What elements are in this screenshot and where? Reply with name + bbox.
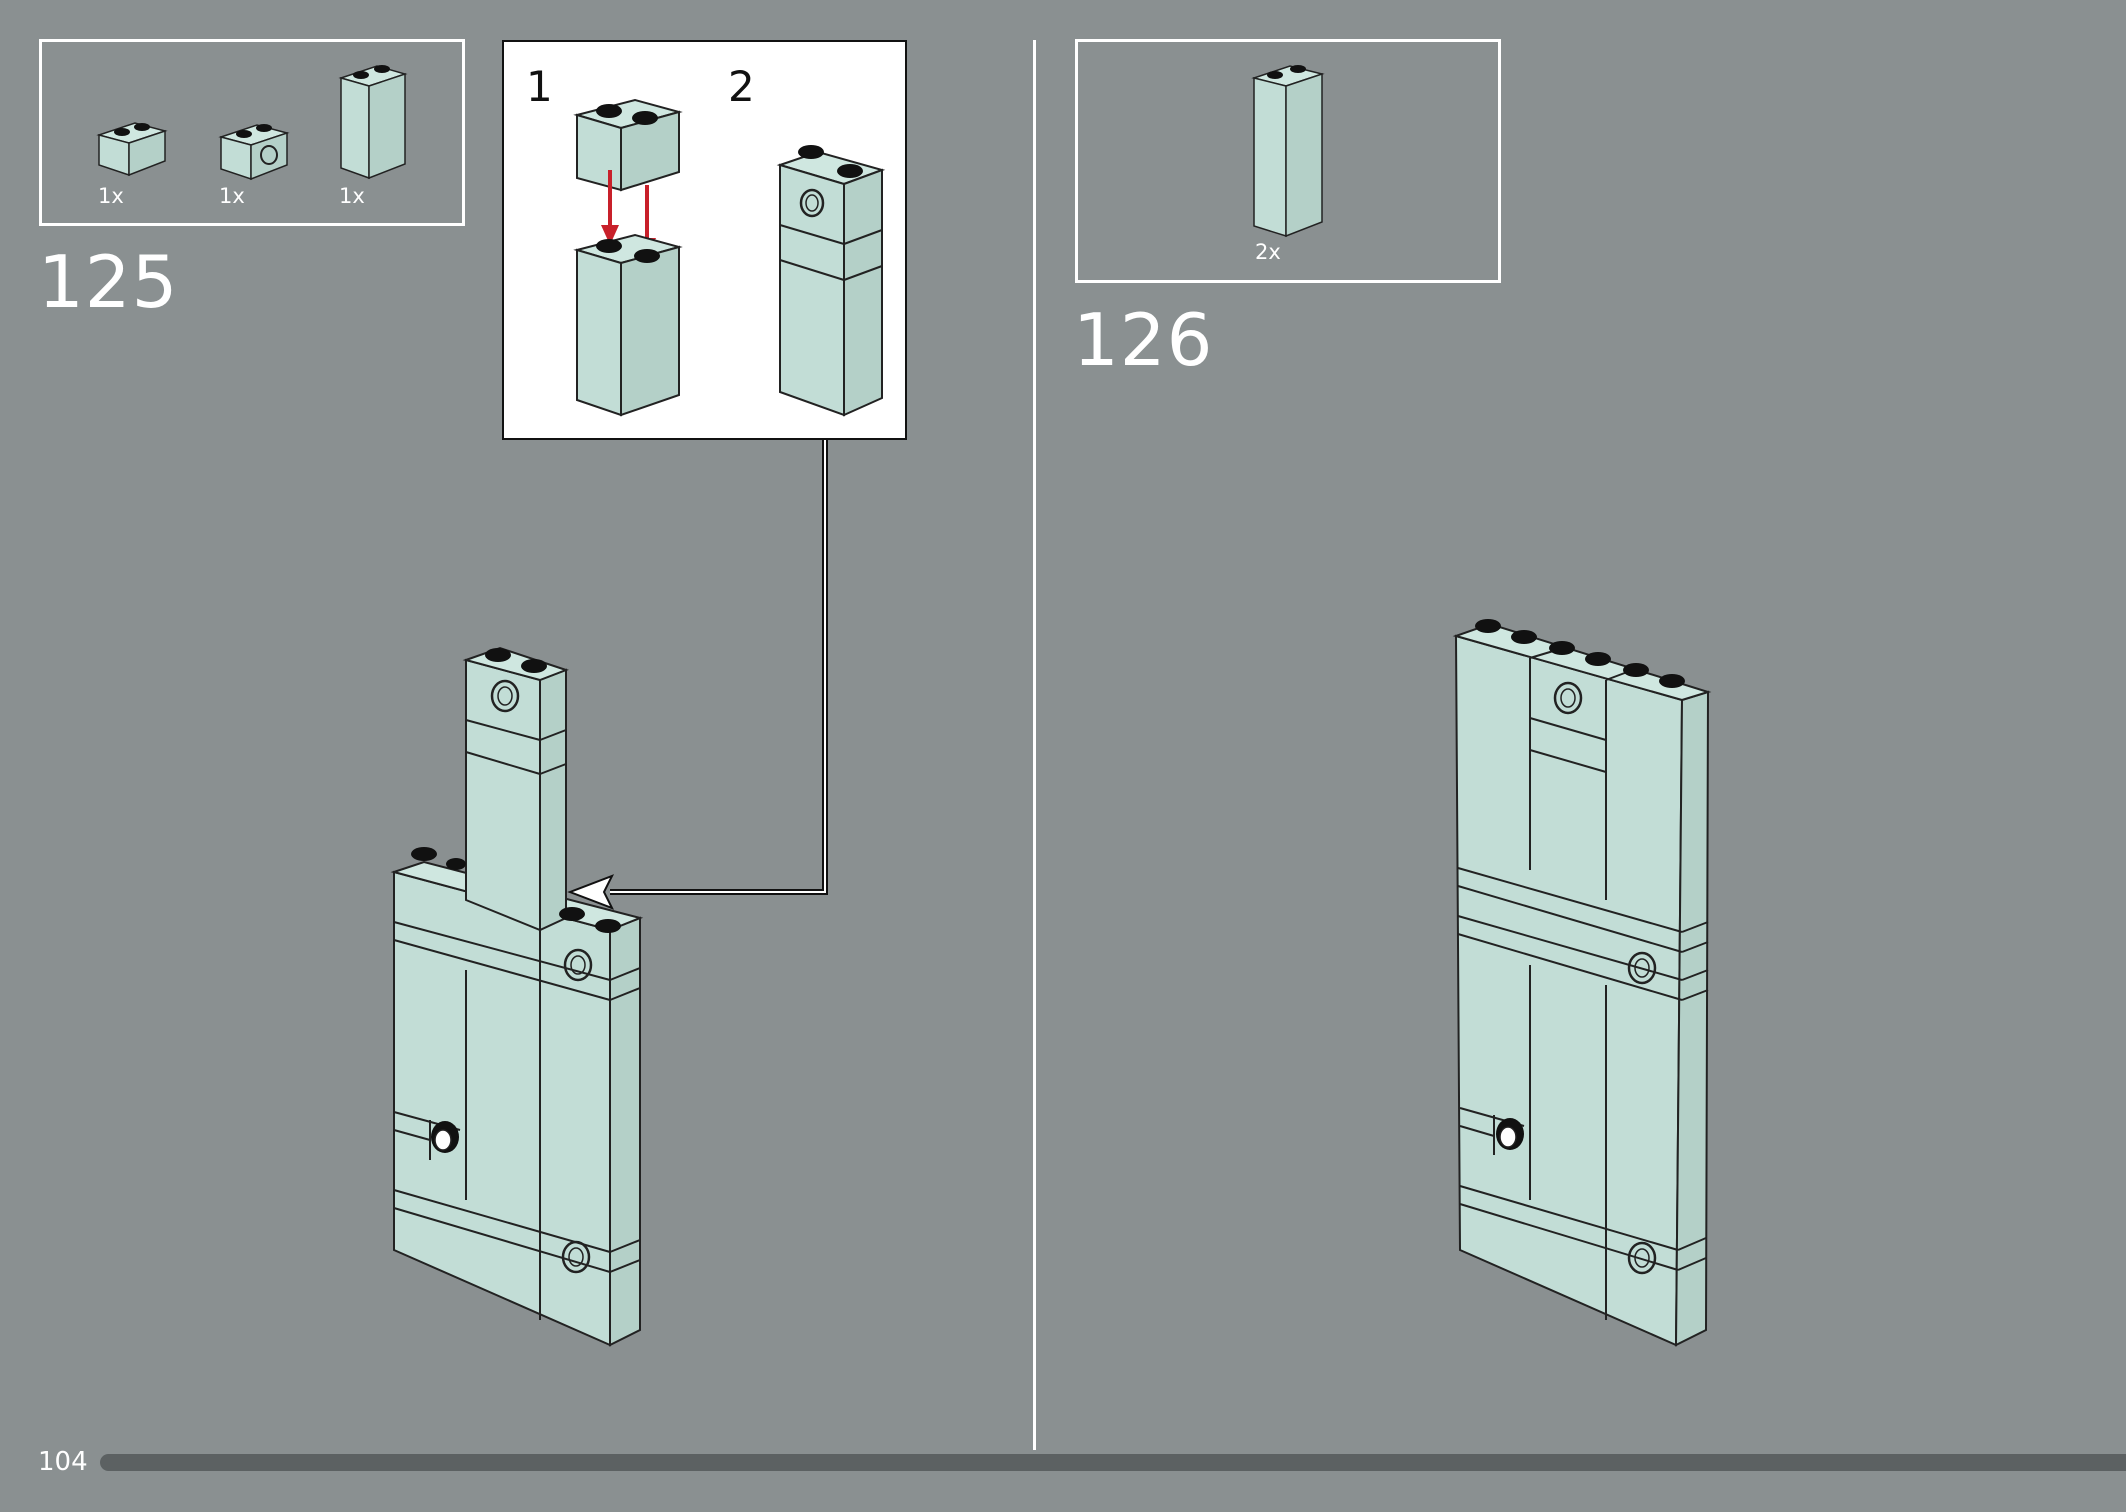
parts-list-step-125 (39, 39, 465, 226)
substep-number-2: 2 (728, 62, 755, 111)
step-125-model-illustration (390, 646, 644, 1347)
part-technic-brick-icon (218, 124, 290, 181)
part-qty: 2x (1255, 240, 1281, 264)
part-tall-brick-icon (1251, 65, 1325, 238)
part-qty: 1x (98, 184, 124, 208)
part-tall-brick-icon (338, 65, 408, 180)
part-qty: 1x (219, 184, 245, 208)
step-number-125: 125 (38, 240, 179, 324)
page-divider (1033, 40, 1036, 1450)
parts-list-step-126 (1075, 39, 1501, 283)
page-number: 104 (38, 1447, 88, 1477)
part-qty: 1x (339, 184, 365, 208)
progress-bar (100, 1454, 2126, 1471)
substep-number-1: 1 (526, 62, 553, 111)
substep-1-illustration (573, 98, 683, 417)
callout-pointer-arrow (567, 440, 828, 910)
substep-2-illustration (776, 145, 886, 417)
step-number-126: 126 (1073, 298, 1214, 382)
part-brick-1x2-icon (96, 122, 168, 177)
step-126-model-illustration (1452, 619, 1712, 1347)
